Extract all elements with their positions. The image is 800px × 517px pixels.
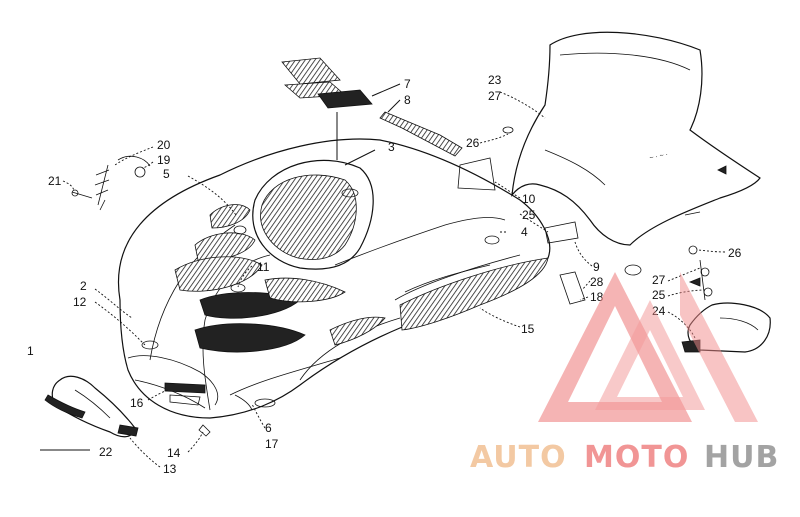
callout-28: 28 bbox=[590, 275, 604, 289]
callout-8: 8 bbox=[404, 93, 411, 107]
callout-25a: 25 bbox=[522, 208, 536, 222]
callout-17: 17 bbox=[265, 437, 279, 451]
callout-11: 11 bbox=[257, 260, 270, 274]
callout-22: 22 bbox=[99, 445, 113, 459]
svg-text:~ · ~ ·: ~ · ~ · bbox=[649, 151, 669, 162]
callout-23: 23 bbox=[488, 73, 502, 87]
callout-9: 9 bbox=[593, 260, 600, 274]
watermark-triangle bbox=[538, 272, 692, 422]
callout-16: 16 bbox=[130, 396, 144, 410]
side-decal bbox=[229, 257, 549, 396]
callout-26a: 26 bbox=[466, 136, 480, 150]
watermark-triangle-inner bbox=[595, 300, 705, 410]
callout-1: 1 bbox=[27, 344, 34, 358]
callout-labels: 1 2 3 4 5 6 7 8 9 10 11 12 13 14 15 16 1… bbox=[27, 73, 742, 476]
decal-8 bbox=[379, 111, 463, 157]
bolt-14 bbox=[198, 424, 211, 437]
watermark-triangle-right bbox=[680, 272, 758, 422]
callout-21: 21 bbox=[48, 174, 62, 188]
leader-lines bbox=[40, 83, 726, 468]
callout-14: 14 bbox=[167, 446, 181, 460]
callout-10: 10 bbox=[522, 192, 536, 206]
callout-15: 15 bbox=[521, 322, 535, 336]
watermark-auto: AUTO bbox=[470, 440, 567, 475]
callout-24: 24 bbox=[652, 304, 666, 318]
callout-4: 4 bbox=[521, 225, 528, 239]
watermark-moto: MOTO bbox=[584, 440, 689, 475]
callout-6: 6 bbox=[265, 421, 272, 435]
left-vents bbox=[174, 204, 346, 353]
windshield: ~ · ~ · bbox=[511, 31, 761, 246]
callout-13: 13 bbox=[163, 462, 177, 476]
windshield-opening bbox=[252, 159, 506, 270]
decal-7 bbox=[281, 57, 373, 109]
callout-25b: 25 bbox=[652, 288, 666, 302]
callout-26b: 26 bbox=[728, 246, 742, 260]
watermark-logo bbox=[538, 272, 758, 422]
windshield-hardware bbox=[457, 126, 642, 305]
front-bumper bbox=[44, 375, 139, 438]
hood-fasteners bbox=[141, 188, 500, 350]
watermark-hub: HUB bbox=[704, 440, 779, 475]
lower-fascia bbox=[164, 382, 276, 411]
callout-27a: 27 bbox=[488, 89, 502, 103]
callout-18: 18 bbox=[590, 290, 604, 304]
callout-20: 20 bbox=[157, 138, 171, 152]
callout-27b: 27 bbox=[652, 273, 666, 287]
callout-5: 5 bbox=[163, 167, 170, 181]
callout-2: 2 bbox=[80, 279, 87, 293]
callout-19: 19 bbox=[157, 153, 171, 167]
watermark-text: AUTO MOTO HUB bbox=[470, 440, 779, 475]
callout-12: 12 bbox=[73, 295, 87, 309]
callout-7: 7 bbox=[404, 77, 411, 91]
spring-fasteners bbox=[71, 155, 151, 211]
callout-3: 3 bbox=[388, 140, 395, 154]
